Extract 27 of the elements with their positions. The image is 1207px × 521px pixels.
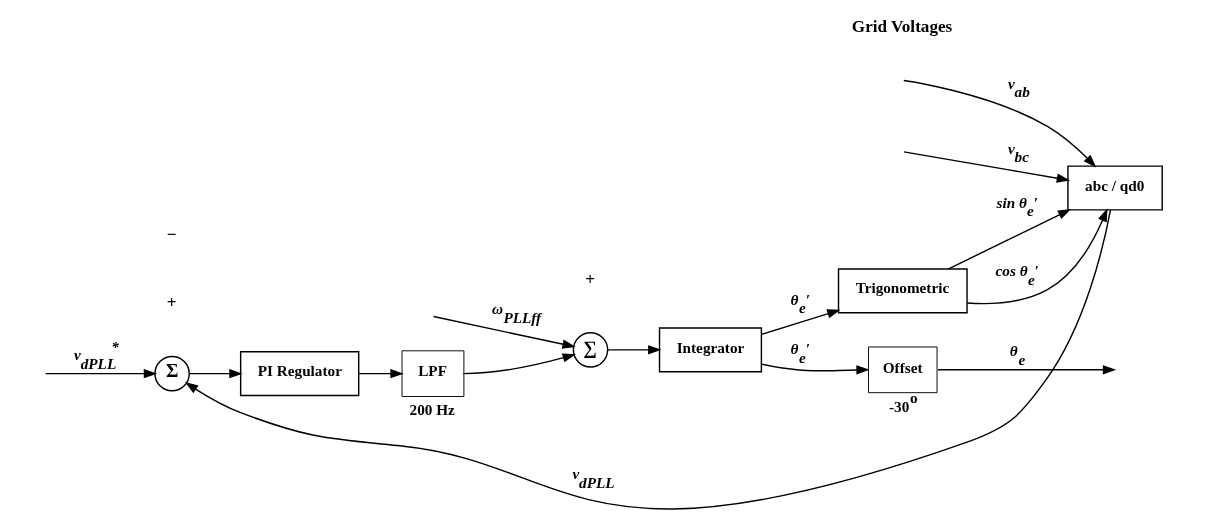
arrow — [607, 345, 662, 355]
node-circle: Σ — [154, 355, 190, 392]
arrow — [903, 79, 1097, 168]
label: Grid Voltages — [851, 17, 953, 37]
node-box: LPF — [401, 350, 465, 397]
arrow — [44, 368, 158, 379]
node-box: PI Regulator — [239, 351, 360, 397]
arrow — [760, 363, 870, 375]
arrow — [947, 208, 1072, 270]
arrow — [432, 315, 576, 349]
arrow — [966, 208, 1108, 305]
label: + — [166, 293, 177, 313]
node-circle: ∑ — [572, 332, 609, 368]
arrow — [937, 365, 1117, 375]
node-box: Integrator — [658, 327, 763, 373]
node-box: Offset — [868, 346, 938, 394]
arrow — [903, 151, 1071, 183]
label: + — [585, 269, 596, 289]
node-box: abc / qd0 — [1067, 165, 1163, 211]
arrow — [184, 209, 1112, 510]
node-label: 200 Hz — [409, 401, 455, 419]
arrow — [358, 368, 404, 379]
arrow — [188, 368, 243, 379]
node-box: Trigonometric — [837, 268, 968, 314]
arrow — [462, 353, 576, 375]
arrow — [760, 309, 841, 336]
label: − — [166, 224, 177, 244]
